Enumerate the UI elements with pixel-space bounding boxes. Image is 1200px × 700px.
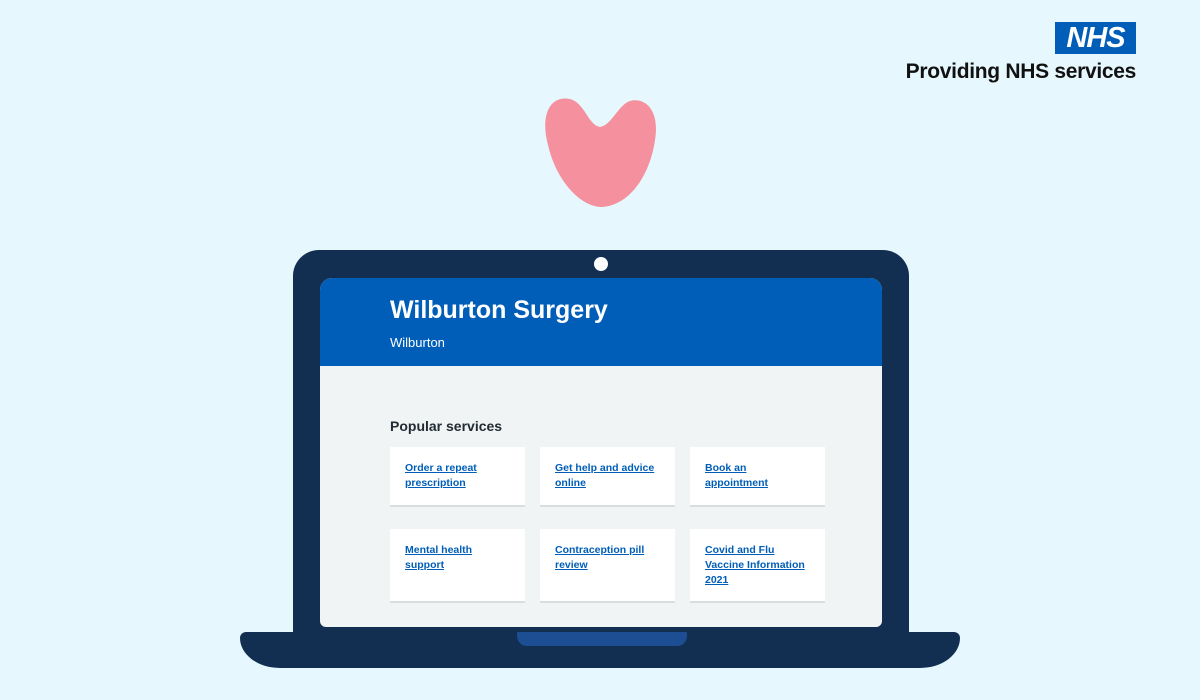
site-subtitle: Wilburton: [390, 335, 445, 350]
service-card[interactable]: Covid and Flu Vaccine Information 2021: [690, 529, 825, 601]
laptop-screen: Wilburton Surgery Wilburton Popular serv…: [320, 278, 882, 627]
camera-icon: [594, 257, 608, 271]
service-card[interactable]: Get help and advice online: [540, 447, 675, 505]
heart-icon: [545, 98, 656, 207]
service-card[interactable]: Contraception pill review: [540, 529, 675, 601]
service-link[interactable]: Get help and advice online: [555, 462, 655, 489]
service-link[interactable]: Mental health support: [405, 544, 473, 571]
service-link[interactable]: Order a repeat prescription: [405, 462, 477, 489]
laptop-notch: [517, 632, 687, 646]
nhs-logo: NHS: [1055, 22, 1136, 54]
service-link[interactable]: Covid and Flu Vaccine Information 2021: [705, 544, 805, 586]
section-heading: Popular services: [390, 418, 503, 434]
service-link[interactable]: Contraception pill review: [555, 544, 645, 571]
service-card[interactable]: Order a repeat prescription: [390, 447, 525, 505]
site-title[interactable]: Wilburton Surgery: [390, 296, 608, 324]
tagline: Providing NHS services: [905, 60, 1137, 83]
site-header: Wilburton Surgery Wilburton: [320, 278, 882, 366]
service-card[interactable]: Mental health support: [390, 529, 525, 601]
service-link[interactable]: Book an appointment: [705, 462, 768, 489]
service-card[interactable]: Book an appointment: [690, 447, 825, 505]
